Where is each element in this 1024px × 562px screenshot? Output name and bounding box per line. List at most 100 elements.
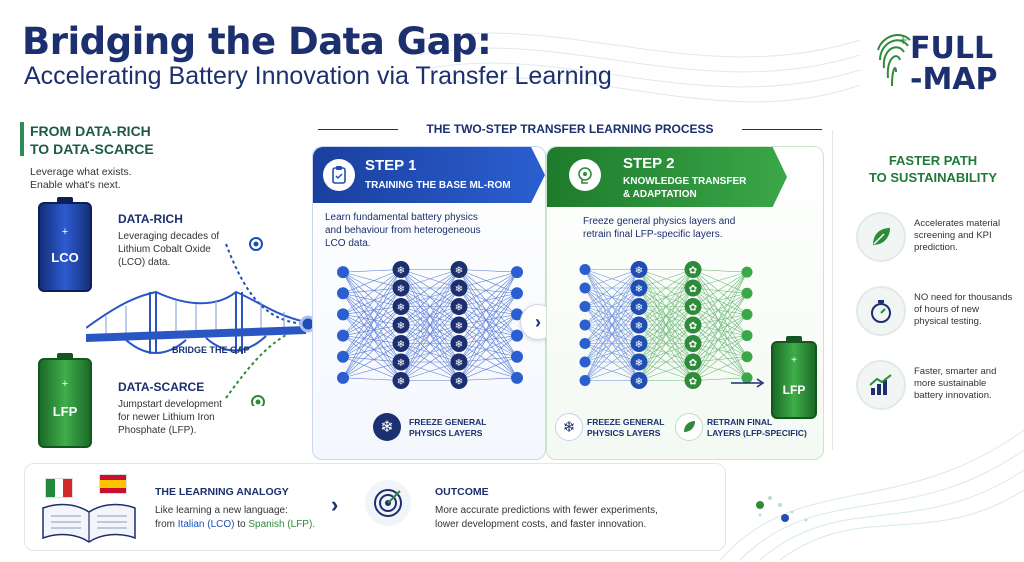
network-edge xyxy=(692,269,748,294)
network-edge xyxy=(584,269,640,363)
network-edge xyxy=(692,306,748,315)
network-edge xyxy=(692,356,748,363)
step1-header: STEP 1 TRAINING THE BASE ML-ROM xyxy=(313,147,545,203)
full-map-logo: + FULL-MAP xyxy=(872,20,1012,100)
network-edge xyxy=(692,324,748,379)
network-edge xyxy=(458,293,518,363)
network-node xyxy=(741,372,753,384)
benefit-3-line3: battery innovation. xyxy=(914,390,992,401)
step1-subtitle: TRAINING THE BASE ML-ROM xyxy=(365,180,511,191)
step1-number: STEP 1 xyxy=(365,157,417,174)
network-edge xyxy=(458,271,518,326)
network-edge xyxy=(458,287,518,294)
tagline-line1: Leverage what exists. xyxy=(30,166,132,178)
benefit-3-line1: Faster, smarter and xyxy=(914,366,997,377)
network-edge xyxy=(692,272,748,381)
network-edge xyxy=(342,335,402,381)
network-edge xyxy=(342,269,402,294)
network-edge xyxy=(458,269,518,273)
analogy-italian: Italian (LCO) xyxy=(177,519,235,530)
network-node xyxy=(511,350,523,363)
network-edge xyxy=(692,271,748,326)
network-edge xyxy=(584,306,640,381)
benefit-2-line3: physical testing. xyxy=(914,316,982,327)
logo-line-1: FULL xyxy=(910,31,994,66)
network-edge xyxy=(342,271,402,307)
network-edge xyxy=(342,269,402,273)
network-edge xyxy=(692,293,748,344)
leaf-drop-icon xyxy=(856,212,906,262)
svg-text:✿: ✿ xyxy=(689,303,697,314)
network-edge xyxy=(458,306,518,315)
network-edge xyxy=(458,377,518,381)
svg-text:❄: ❄ xyxy=(455,358,463,369)
snowflake-node-icon: ❄ xyxy=(450,261,468,278)
snowflake-node-icon: ❄ xyxy=(630,335,648,352)
network-edge xyxy=(458,269,518,294)
snowflake-node-icon: ❄ xyxy=(450,298,468,315)
data-scarce-line3: Phosphate (LFP). xyxy=(118,425,197,436)
plus-icon: + xyxy=(791,355,797,366)
leaf-icon xyxy=(675,413,703,441)
network-edge xyxy=(638,306,694,381)
svg-text:❄: ❄ xyxy=(397,303,405,314)
step2-subtitle-line1: KNOWLEDGE TRANSFER xyxy=(623,176,747,187)
step2-number: STEP 2 xyxy=(623,155,675,172)
network-edge xyxy=(342,324,402,379)
network-edge xyxy=(458,343,518,358)
network-edge xyxy=(458,324,518,357)
network-edge xyxy=(584,269,640,344)
spain-flag-icon xyxy=(99,474,127,494)
svg-text:+: + xyxy=(898,33,908,47)
network-edge xyxy=(458,324,518,379)
bridge-label: BRIDGE THE GAP xyxy=(172,345,250,355)
network-edge xyxy=(458,271,518,344)
network-edge xyxy=(692,314,748,344)
lco-battery-label: LCO xyxy=(51,250,79,265)
leaf-node-icon: ✿ xyxy=(684,261,702,278)
left-section-title-line2: TO DATA-SCARCE xyxy=(30,141,154,157)
network-edge xyxy=(584,324,640,381)
network-edge xyxy=(458,271,518,363)
network-edge xyxy=(692,269,748,336)
network-edge xyxy=(584,269,640,307)
network-edge xyxy=(692,269,748,357)
step2-subtitle-line2: & ADAPTATION xyxy=(623,189,697,200)
network-node xyxy=(337,329,349,342)
step2-legend-retrain: RETRAIN FINAL LAYERS (LFP-SPECIFIC) xyxy=(707,417,807,439)
snowflake-node-icon: ❄ xyxy=(392,353,410,371)
network-edge xyxy=(342,356,402,363)
svg-text:❄: ❄ xyxy=(397,321,405,332)
page-subtitle: Accelerating Battery Innovation via Tran… xyxy=(24,62,612,90)
process-title: THE TWO-STEP TRANSFER LEARNING PROCESS xyxy=(398,122,742,136)
step2-subtitle: KNOWLEDGE TRANSFER & ADAPTATION xyxy=(623,175,746,201)
network-edge xyxy=(342,361,402,379)
network-edge xyxy=(342,271,402,363)
svg-text:❄: ❄ xyxy=(455,303,463,314)
leaf-node-icon: ✿ xyxy=(684,335,702,352)
step2-legend-b-line1: RETRAIN FINAL xyxy=(707,417,773,427)
data-rich-line3: (LCO) data. xyxy=(118,257,171,268)
lfp-battery-right-label: LFP xyxy=(782,383,806,397)
snowflake-node-icon: ❄ xyxy=(450,372,468,389)
network-edge xyxy=(638,361,694,381)
head-brain-icon xyxy=(569,159,601,191)
network-edge xyxy=(458,287,518,336)
network-edge xyxy=(400,306,460,381)
network-node xyxy=(579,301,591,312)
network-edge xyxy=(342,269,402,336)
network-edge xyxy=(638,269,694,307)
analogy-line1: Like learning a new language: xyxy=(155,505,288,516)
leaf-node-icon: ✿ xyxy=(684,279,702,297)
network-edge xyxy=(458,272,518,381)
plus-icon: + xyxy=(61,378,69,390)
lco-battery: + LCO xyxy=(38,197,92,292)
network-edge xyxy=(692,314,748,363)
network-edge xyxy=(342,269,402,378)
network-edge xyxy=(692,271,748,363)
network-edge xyxy=(342,335,402,344)
network-edge xyxy=(342,343,402,379)
step1-description: Learn fundamental battery physics and be… xyxy=(325,211,481,250)
network-edge xyxy=(584,269,640,289)
